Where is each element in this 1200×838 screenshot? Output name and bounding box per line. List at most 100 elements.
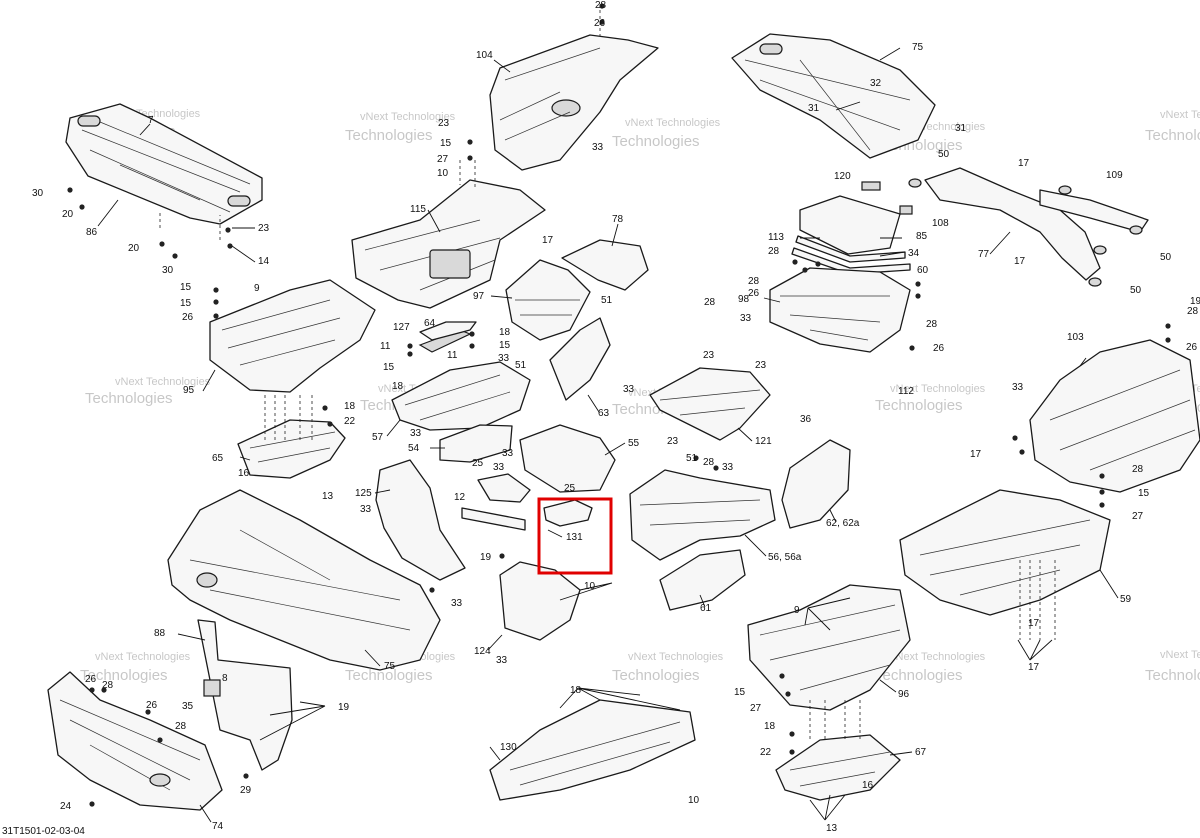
callout-labels: 28 26 104 75 7 31 32 23 15 27 33 10 30 2… xyxy=(32,0,1200,834)
callout-label: 26 xyxy=(594,18,606,29)
callout-label: 124 xyxy=(474,646,491,657)
side-shield-part-63 xyxy=(549,317,611,401)
callout-label: 12 xyxy=(454,492,466,503)
callout-label: 33 xyxy=(496,655,508,666)
callout-label: 108 xyxy=(932,218,949,229)
callout-label: 98 xyxy=(738,294,750,305)
callout-label: 120 xyxy=(834,171,851,182)
inner-fender-part-121 xyxy=(649,367,771,441)
callout-label: 86 xyxy=(86,227,98,238)
front-bumper-part-74 xyxy=(47,671,223,811)
callout-label: 27 xyxy=(750,703,762,714)
callout-label: 26 xyxy=(182,312,194,323)
callout-label: 112 xyxy=(898,386,914,397)
callout-label: 19 xyxy=(480,552,492,563)
callout-label: 50 xyxy=(1160,252,1172,263)
callout-label: 16 xyxy=(862,780,874,791)
callout-label: 13 xyxy=(322,491,334,502)
callout-label: 9 xyxy=(254,283,260,294)
small-part-64-127 xyxy=(418,321,477,353)
callout-label: 23 xyxy=(258,223,270,234)
callout-label: 127 xyxy=(393,322,410,333)
watermark-text: Technologies xyxy=(612,133,700,150)
callout-label: 10 xyxy=(688,795,700,806)
callout-label: 17 xyxy=(1018,158,1030,169)
callout-label: 97 xyxy=(473,291,485,302)
watermark-text: Technologies xyxy=(80,667,168,684)
callout-label: 11 xyxy=(380,341,391,352)
callout-label: 23 xyxy=(667,436,679,447)
callout-label: 62, 62a xyxy=(826,518,860,529)
callout-label: 28 xyxy=(595,0,607,11)
callout-label: 33 xyxy=(502,448,514,459)
callout-label: 28 xyxy=(704,297,716,308)
side-panel-part-57 xyxy=(391,361,531,431)
callout-label: 22 xyxy=(760,747,772,758)
callout-label: 33 xyxy=(1012,382,1024,393)
callout-label: 16 xyxy=(238,468,250,479)
callout-label: 24 xyxy=(60,801,72,812)
callout-label: 33 xyxy=(722,462,734,473)
watermark-text: Technologies xyxy=(1145,127,1200,144)
callout-label: 77 xyxy=(978,249,990,260)
callout-label: 103 xyxy=(1067,332,1084,343)
watermark-text: vNext Technologies xyxy=(360,111,456,123)
parts xyxy=(47,33,1200,811)
callout-label: 104 xyxy=(476,50,493,61)
watermark-text: Technologies xyxy=(85,390,173,407)
watermark-text: vNext Technologies xyxy=(625,117,721,129)
callout-label: 33 xyxy=(498,353,510,364)
callout-label: 23 xyxy=(755,360,767,371)
callout-label: 33 xyxy=(451,598,463,609)
watermark-text: vNext Technologies xyxy=(628,651,724,663)
callout-label: 51 xyxy=(515,360,527,371)
watermark-text: Technologies xyxy=(875,397,963,414)
callout-label: 60 xyxy=(917,265,929,276)
side-fender-part-56 xyxy=(629,469,776,561)
leader-lines xyxy=(97,47,1119,823)
callout-label: 88 xyxy=(154,628,166,639)
callout-label: 113 xyxy=(768,232,784,243)
callout-label: 61 xyxy=(700,603,712,614)
callout-label: 26 xyxy=(1186,342,1198,353)
callout-label: 64 xyxy=(424,318,436,329)
lower-guard-part-61 xyxy=(659,549,746,611)
highlight-box xyxy=(537,497,613,575)
front-fender-part-75 xyxy=(167,489,441,671)
callout-label: 36 xyxy=(800,414,812,425)
inner-fender-part-124 xyxy=(499,561,581,641)
callout-label: 54 xyxy=(408,443,420,454)
callout-label: 27 xyxy=(1132,511,1144,522)
callout-label: 23 xyxy=(703,350,715,361)
callout-label: 30 xyxy=(32,188,44,199)
callout-label: 31 xyxy=(808,103,820,114)
lower-panel-part-54 xyxy=(439,424,513,463)
callout-label: 20 xyxy=(128,243,140,254)
callout-label: 10 xyxy=(584,581,596,592)
callout-label: 27 xyxy=(437,154,449,165)
callout-label: 17 xyxy=(542,235,554,246)
watermark-text: vNext Technologies xyxy=(95,651,191,663)
rear-fender-part-103 xyxy=(1029,339,1200,493)
callout-label: 18 xyxy=(344,401,356,412)
callout-label: 26 xyxy=(85,674,97,685)
callout-label: 130 xyxy=(500,742,517,753)
callout-label: 75 xyxy=(384,661,396,672)
callout-label: 26 xyxy=(146,700,158,711)
callout-label: 131 xyxy=(566,532,583,543)
callout-label: 121 xyxy=(755,436,772,447)
callout-label: 115 xyxy=(410,204,426,215)
inner-panel-part-125 xyxy=(375,459,466,581)
rear-fender-part-104 xyxy=(489,34,659,171)
callout-label: 18 xyxy=(392,381,404,392)
callout-label: 25 xyxy=(472,458,484,469)
skid-plate-part-130 xyxy=(489,699,696,801)
footwell-left-part-95 xyxy=(209,279,376,393)
callout-label: 17 xyxy=(1014,256,1026,267)
drawing-number: 31T1501-02-03-04 xyxy=(2,826,85,837)
callout-label: 33 xyxy=(740,313,752,324)
callout-label: 29 xyxy=(240,785,252,796)
rear-bar-part-109 xyxy=(908,167,1149,287)
callout-label: 8 xyxy=(222,673,228,684)
